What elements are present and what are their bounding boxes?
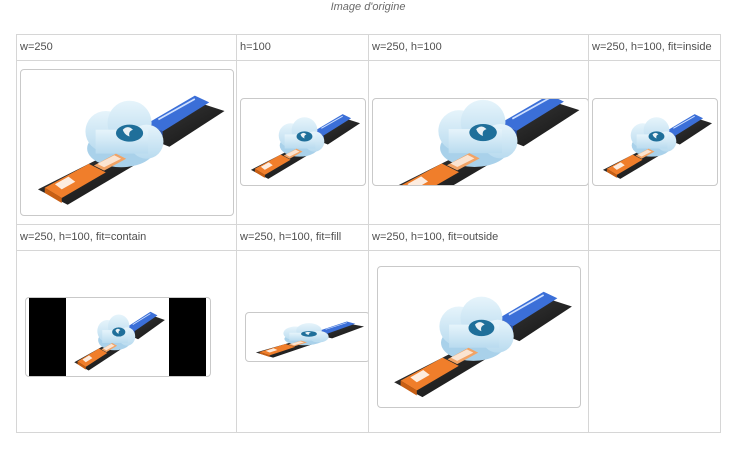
image-cell (236, 250, 369, 433)
illustration-image (592, 98, 718, 186)
cell-label (588, 224, 721, 251)
cell-label: w=250, h=100 (368, 34, 589, 61)
illustration-image (245, 312, 368, 362)
image-caption: Image d'origine (330, 1, 406, 13)
label-row: w=250, h=100, fit=contain w=250, h=100, … (16, 224, 721, 251)
illustration-image (25, 297, 211, 377)
illustration-image (377, 266, 581, 408)
image-row (16, 250, 721, 433)
cell-label: w=250 (16, 34, 237, 61)
image-cell (588, 60, 721, 225)
image-cell (16, 250, 237, 433)
cell-label: h=100 (236, 34, 369, 61)
illustration-inner (66, 298, 169, 376)
letterbox-bar (169, 298, 206, 376)
illustration-image (20, 69, 234, 216)
image-cell (368, 60, 589, 225)
illustration-image (372, 98, 588, 186)
image-row (16, 60, 721, 225)
cell-label: w=250, h=100, fit=fill (236, 224, 369, 251)
image-cell (16, 60, 237, 225)
resize-examples-table: w=250 h=100 w=250, h=100 w=250, h=100, f… (16, 34, 721, 433)
label-row: w=250 h=100 w=250, h=100 w=250, h=100, f… (16, 34, 721, 61)
cell-label: w=250, h=100, fit=inside (588, 34, 721, 61)
image-cell (236, 60, 369, 225)
illustration-image (240, 98, 366, 186)
cell-label: w=250, h=100, fit=contain (16, 224, 237, 251)
empty-cell (588, 250, 721, 433)
image-cell (368, 250, 589, 433)
cell-label: w=250, h=100, fit=outside (368, 224, 589, 251)
letterbox-bar (29, 298, 66, 376)
